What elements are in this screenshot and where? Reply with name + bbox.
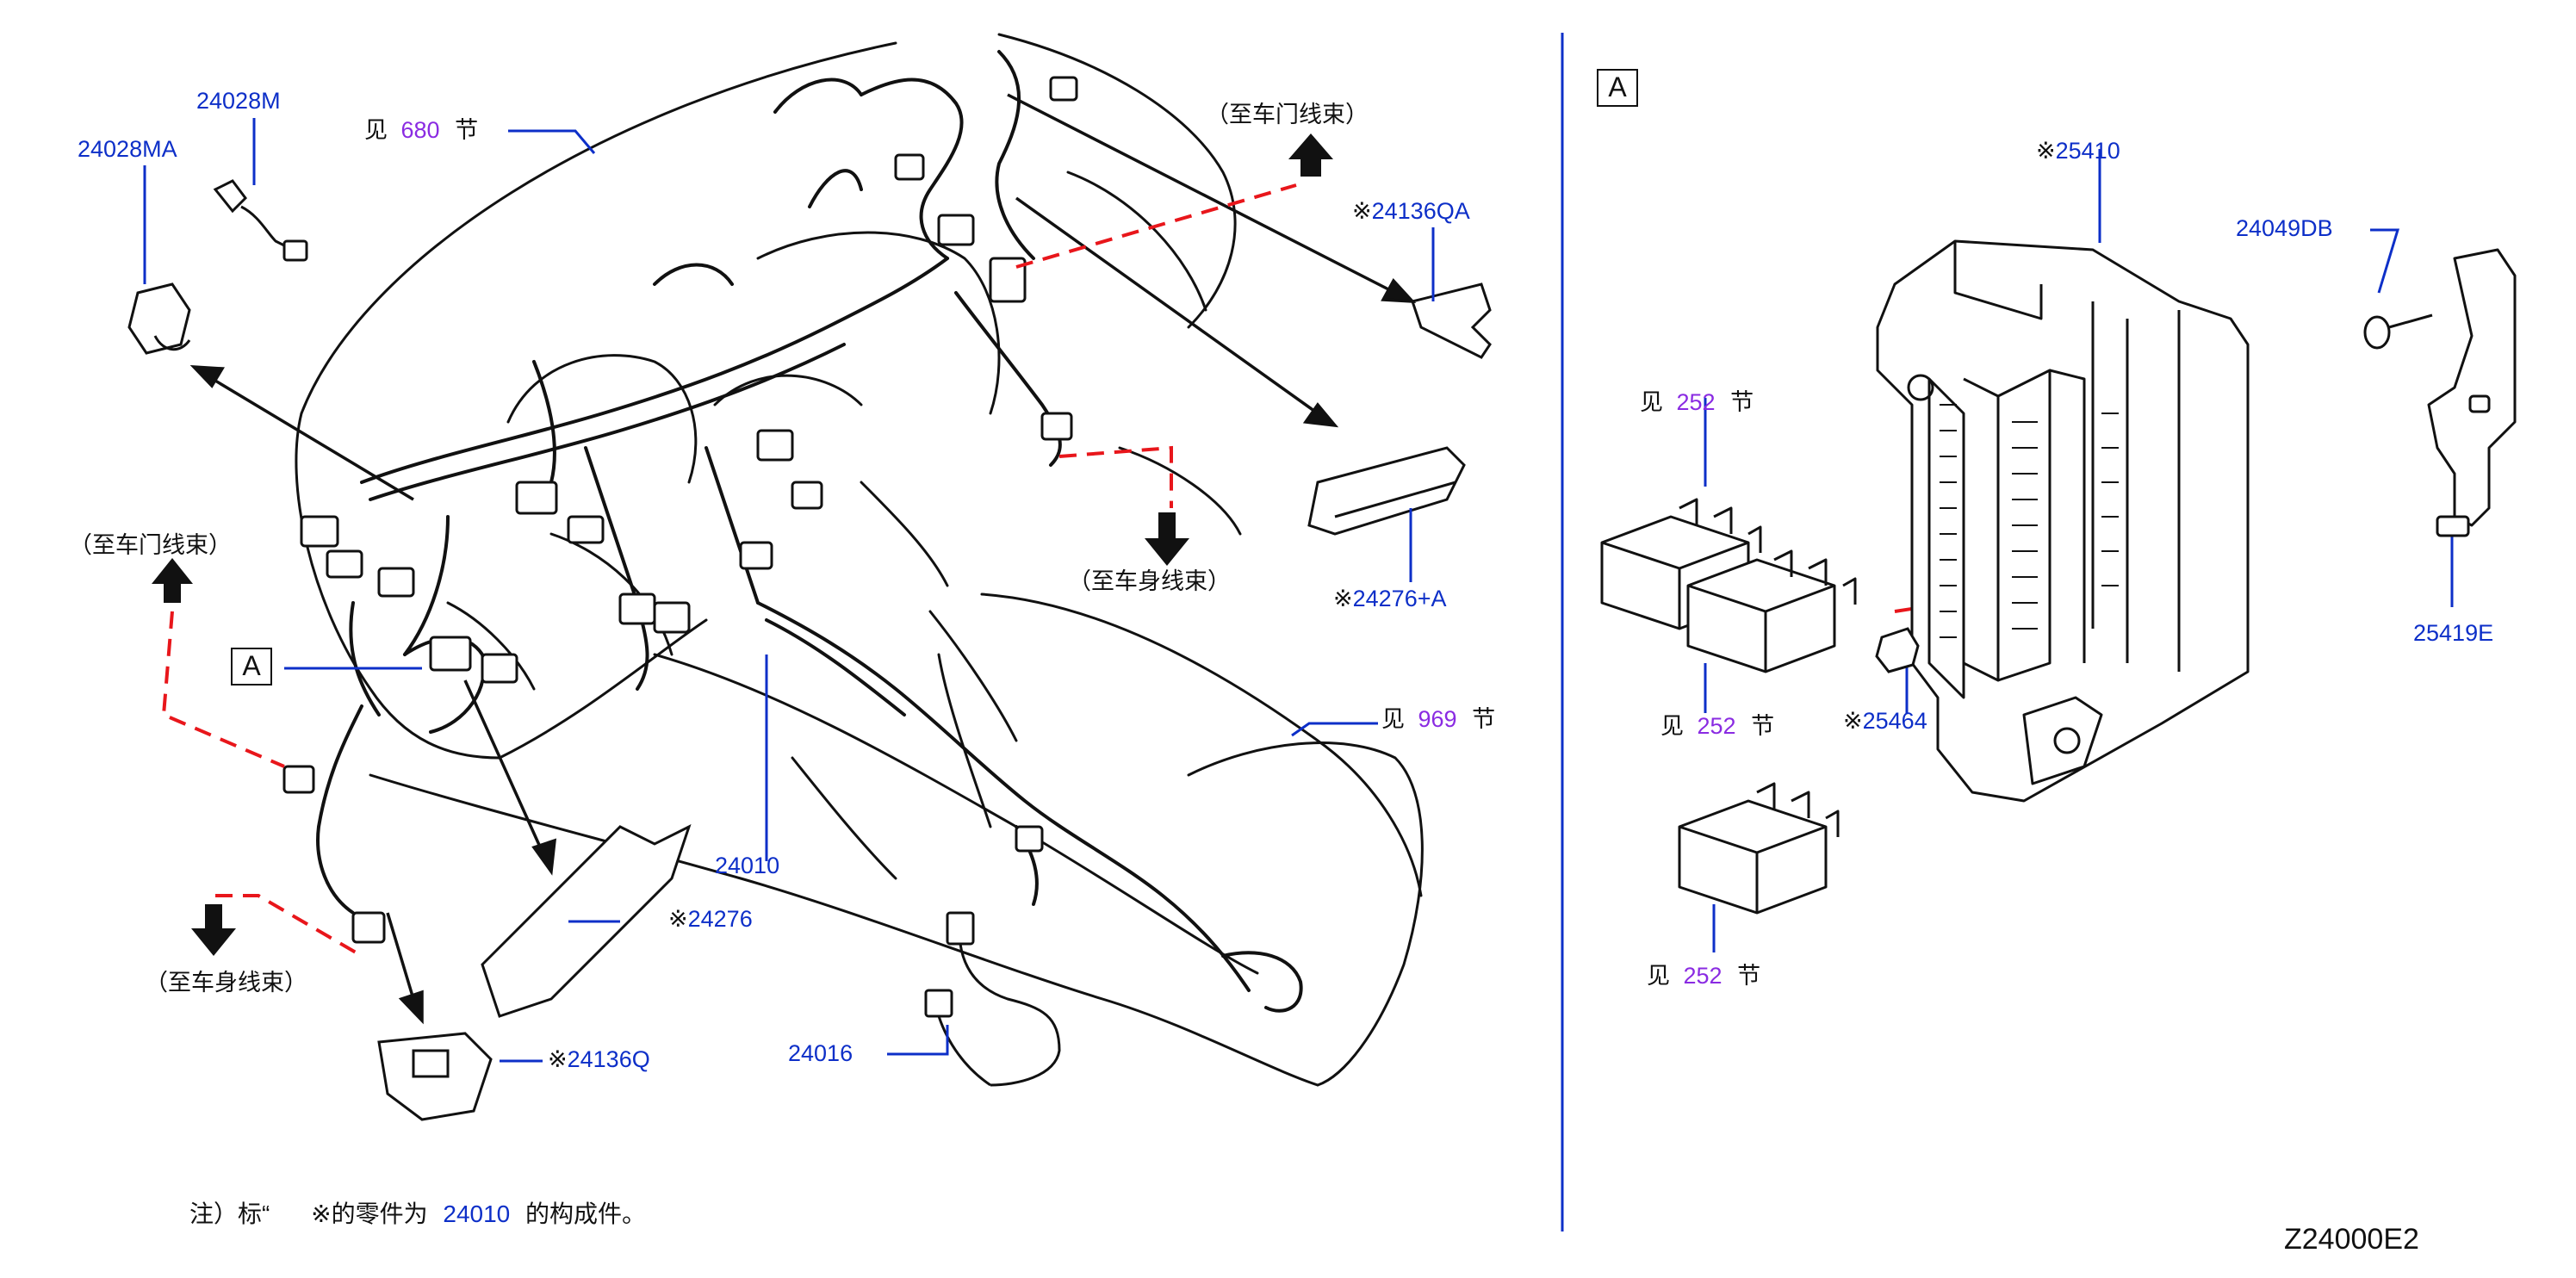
- part-25410-label[interactable]: ※25410: [2036, 138, 2120, 164]
- part-24136QA-label[interactable]: ※24136QA: [1352, 198, 1470, 224]
- to-body-harness-label-left: （至车身线束）: [145, 970, 307, 996]
- component-mark: ※: [1843, 708, 1863, 734]
- component-mark: ※: [668, 906, 688, 932]
- component-mark: ※: [1333, 586, 1353, 611]
- component-mark: ※: [548, 1046, 568, 1072]
- see-prefix: 见: [1640, 389, 1663, 415]
- arrow-up-door-right: [1288, 133, 1333, 177]
- bolt-24049DB-drawing: [2363, 313, 2433, 350]
- section-680-link[interactable]: 680: [400, 117, 440, 143]
- drawing-code: Z24000E2: [2284, 1223, 2419, 1256]
- part-24276-label[interactable]: ※24276: [668, 906, 753, 932]
- fuse-25464-drawing: [1875, 627, 1920, 673]
- see-suffix: 节: [455, 117, 479, 143]
- see-section-252-a: 见 252 节: [1640, 389, 1754, 415]
- section-252-link[interactable]: 252: [1683, 963, 1723, 989]
- arrow-down-body-left: [191, 904, 236, 956]
- view-marker-A-left: A: [231, 648, 272, 686]
- part-24016-label[interactable]: 24016: [788, 1040, 853, 1066]
- part-24276A-link[interactable]: 24276+A: [1352, 586, 1447, 611]
- see-suffix: 节: [1730, 389, 1754, 415]
- see-prefix: 见: [1660, 713, 1684, 739]
- harness-24016-drawing: [924, 911, 1061, 1087]
- footnote-middle: 的零件为: [331, 1200, 428, 1227]
- bracket-24276A-drawing: [1307, 446, 1466, 536]
- part-24276A-label[interactable]: ※24276+A: [1333, 586, 1446, 611]
- part-25410-link[interactable]: 25410: [2055, 138, 2120, 164]
- bracket-24136QA-drawing: [1411, 282, 1492, 359]
- footnote-prefix: 注）标“: [189, 1200, 270, 1227]
- main-harness-24010: [316, 50, 1303, 1013]
- section-252-link[interactable]: 252: [1697, 713, 1736, 739]
- component-mark: ※: [1352, 198, 1372, 224]
- harness-connectors: [282, 76, 1078, 944]
- see-prefix: 见: [364, 117, 388, 143]
- part-24276-link[interactable]: 24276: [687, 906, 753, 932]
- arrow-up-door-left: [152, 558, 193, 603]
- see-section-680: 见 680 节: [364, 117, 478, 143]
- see-prefix: 见: [1647, 963, 1670, 989]
- see-section-252-b: 见 252 节: [1660, 713, 1774, 739]
- see-suffix: 节: [1737, 963, 1761, 989]
- part-24136Q-label[interactable]: ※24136Q: [548, 1046, 650, 1072]
- instrument-panel-outline: [295, 33, 1424, 1087]
- section-969-link[interactable]: 969: [1418, 706, 1457, 732]
- bracket-24136Q-drawing: [377, 1032, 493, 1121]
- arrow-down-body-right: [1145, 512, 1189, 566]
- see-suffix: 节: [1751, 713, 1775, 739]
- part-24028M-label[interactable]: 24028M: [196, 88, 281, 114]
- connector-24028M-drawing: [213, 179, 308, 262]
- part-24136QA-link[interactable]: 24136QA: [1371, 198, 1470, 224]
- to-body-harness-label-right: （至车身线束）: [1068, 568, 1231, 594]
- view-marker-A-right: A: [1597, 69, 1638, 107]
- part-pointer-arrows: [189, 93, 1417, 1025]
- part-25419E-label[interactable]: 25419E: [2413, 620, 2494, 646]
- relay-box-slots: [1940, 404, 2119, 638]
- footnote-part-24010-link[interactable]: 24010: [443, 1200, 511, 1227]
- footnote-suffix: 的构成件。: [525, 1200, 647, 1227]
- part-25464-label[interactable]: ※25464: [1843, 708, 1927, 734]
- direction-arrows: [152, 133, 1333, 956]
- footnote: 注）标“ ※的零件为 24010 的构成件。: [189, 1195, 646, 1230]
- to-door-harness-label-left: （至车门线束）: [69, 532, 232, 558]
- to-door-harness-label-top: （至车门线束）: [1206, 102, 1369, 127]
- footnote-mark: ※: [311, 1200, 332, 1227]
- relay-252-b-drawing: [1686, 549, 1857, 673]
- see-prefix: 见: [1381, 706, 1405, 732]
- see-suffix: 节: [1472, 706, 1496, 732]
- section-252-link[interactable]: 252: [1676, 389, 1716, 415]
- part-24136Q-link[interactable]: 24136Q: [567, 1046, 650, 1072]
- part-24049DB-label[interactable]: 24049DB: [2236, 215, 2333, 241]
- bracket-25419E-drawing: [2427, 248, 2517, 537]
- see-section-252-c: 见 252 节: [1647, 963, 1760, 989]
- part-25464-link[interactable]: 25464: [1862, 708, 1927, 734]
- leader-lines: [143, 118, 2454, 1063]
- relay-box-25410-drawing: [1876, 239, 2250, 803]
- part-24028MA-label[interactable]: 24028MA: [78, 136, 177, 162]
- part-24010-label[interactable]: 24010: [715, 853, 780, 878]
- see-section-969: 见 969 节: [1381, 706, 1495, 732]
- relay-252-c-drawing: [1678, 782, 1840, 915]
- connector-24028MA-drawing: [127, 282, 191, 355]
- component-mark: ※: [2036, 138, 2056, 164]
